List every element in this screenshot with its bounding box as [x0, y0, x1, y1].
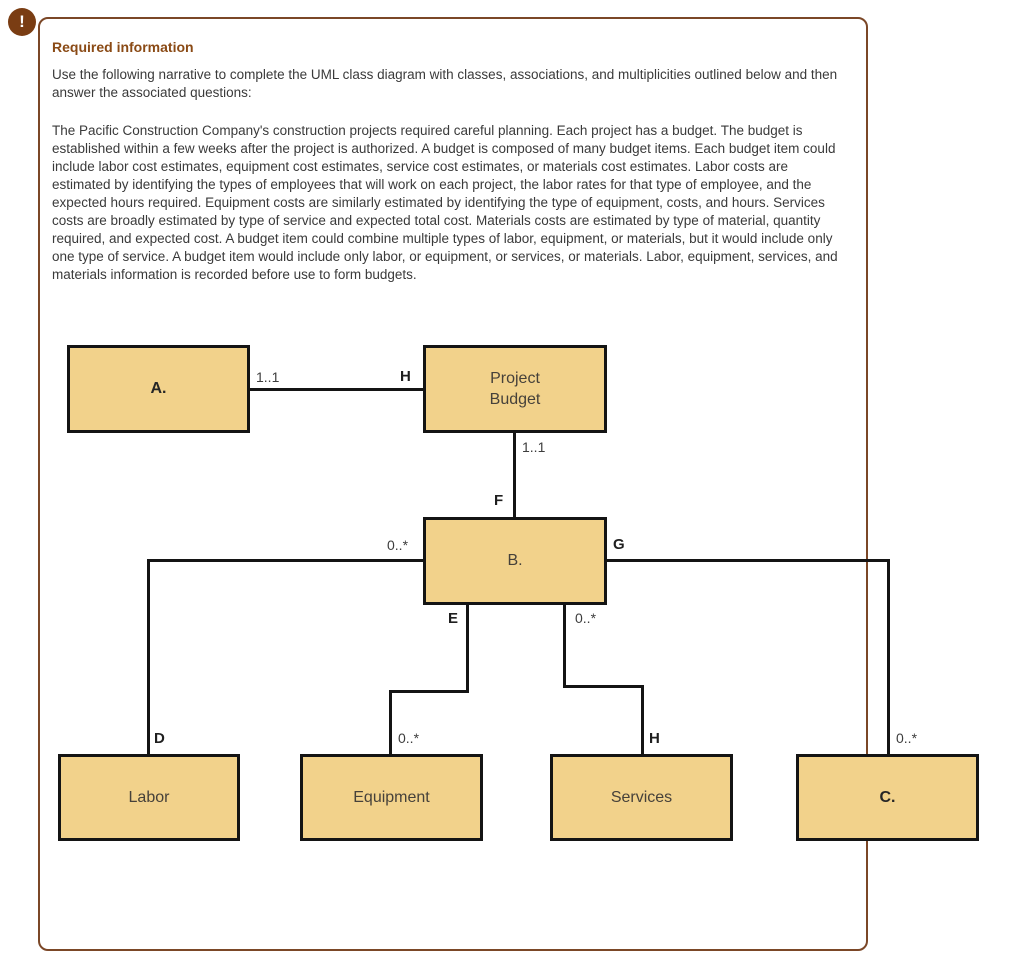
card-heading: Required information [52, 39, 194, 55]
narrative-text: The Pacific Construction Company's const… [52, 123, 838, 282]
edge-projectbudget-b [513, 433, 516, 517]
edge-equipment-lower [389, 690, 392, 754]
class-box-labor-label: Labor [128, 788, 170, 806]
class-box-a-label: A. [150, 380, 167, 397]
class-box-c-label: C. [879, 788, 896, 806]
edge-b-left-horizontal [147, 559, 423, 562]
edge-labor-vertical [147, 559, 150, 754]
role-label-d: D [154, 730, 165, 747]
edge-services-jog [563, 685, 644, 688]
intro-text: Use the following narrative to complete … [52, 67, 838, 100]
class-box-equipment: Equipment [300, 754, 483, 841]
multiplicity-a-projectbudget: 1..1 [256, 369, 280, 385]
multiplicity-projectbudget-b: 1..1 [522, 439, 546, 455]
role-label-h-services: H [649, 730, 660, 747]
class-box-services: Services [550, 754, 733, 841]
multiplicity-b-bottom-right: 0..* [575, 610, 597, 626]
role-label-h-projectbudget: H [400, 368, 411, 385]
class-box-services-label: Services [610, 788, 673, 806]
multiplicity-b-left: 0..* [387, 537, 409, 553]
edge-services-upper [563, 605, 566, 688]
class-box-labor: Labor [58, 754, 240, 841]
edge-c-vertical [887, 559, 890, 754]
multiplicity-c: 0..* [896, 730, 918, 746]
multiplicity-equipment: 0..* [398, 730, 420, 746]
role-label-f: F [494, 492, 504, 509]
alert-icon: ! [8, 8, 36, 36]
class-box-project-budget-label: Project Budget [489, 370, 541, 408]
class-box-equipment-label: Equipment [353, 788, 430, 806]
edge-equipment-upper [466, 605, 469, 693]
class-box-b-label: B. [507, 552, 523, 569]
edge-equipment-jog [389, 690, 469, 693]
edge-services-lower [641, 685, 644, 754]
edge-b-right-horizontal [607, 559, 890, 562]
class-box-a: A. [67, 345, 250, 433]
role-label-e: E [448, 610, 459, 627]
class-box-project-budget: Project Budget [423, 345, 607, 433]
class-box-c: C. [796, 754, 979, 841]
role-label-g: G [613, 536, 625, 553]
class-box-b: B. [423, 517, 607, 605]
edge-a-projectbudget [250, 388, 423, 391]
